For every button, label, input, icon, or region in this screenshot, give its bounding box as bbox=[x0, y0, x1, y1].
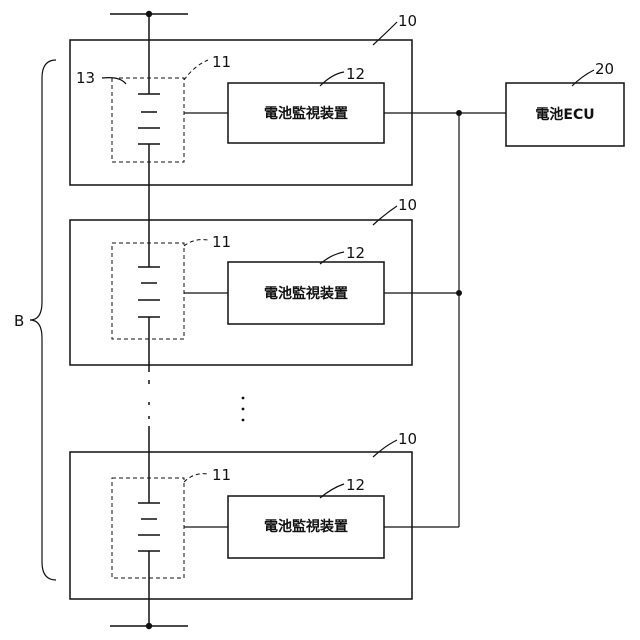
module-2-monitor-ref-label: 12 bbox=[346, 244, 365, 262]
module-3-cell-ref-label: 11 bbox=[212, 466, 231, 484]
module-1-cell-ref-label: 11 bbox=[212, 53, 231, 71]
module-3-monitor-ref-label: 12 bbox=[346, 476, 365, 494]
module-1-monitor-label: 電池監視装置 bbox=[264, 105, 348, 122]
brace-shape bbox=[30, 60, 56, 580]
battery-ecu: 電池ECU 20 bbox=[506, 60, 624, 146]
module-1-monitor-ref-label: 12 bbox=[346, 65, 365, 83]
module-2-ref-label: 10 bbox=[398, 196, 417, 214]
battery-module-1: 電池監視装置 10 11 12 13 bbox=[70, 12, 417, 185]
pack-brace: B bbox=[14, 60, 56, 580]
bottom-terminal-node bbox=[146, 623, 152, 629]
bus-node-2 bbox=[456, 290, 462, 296]
bus-node-1 bbox=[456, 110, 462, 116]
module-2-cell-ref-label: 11 bbox=[212, 233, 231, 251]
ecu-label: 電池ECU bbox=[535, 106, 594, 123]
pack-ref-label: B bbox=[14, 312, 24, 330]
module-1-ref-label: 10 bbox=[398, 12, 417, 30]
module-1-cells-ref-label: 13 bbox=[76, 69, 95, 87]
module-3-ref-label: 10 bbox=[398, 430, 417, 448]
module-3-monitor-label: 電池監視装置 bbox=[264, 518, 348, 535]
module-2-monitor-label: 電池監視装置 bbox=[264, 285, 348, 302]
battery-module-3: 電池監視装置 10 11 12 bbox=[70, 430, 417, 599]
battery-module-2: 電池監視装置 10 11 12 bbox=[70, 196, 417, 365]
continuation-dots bbox=[242, 397, 245, 422]
ecu-ref-label: 20 bbox=[595, 60, 614, 78]
